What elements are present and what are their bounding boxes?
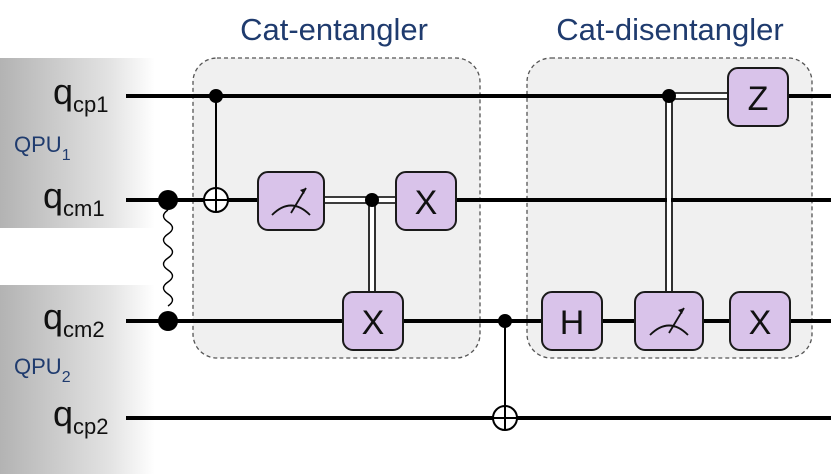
classical-wire-gap (672, 94, 728, 98)
classical-wire (324, 196, 396, 292)
qubit-label-qcm1: qcm1 (43, 175, 105, 221)
control-dot (209, 89, 223, 103)
entangled-dot-qcm2 (158, 311, 178, 331)
svg-text:X: X (749, 304, 772, 342)
meter-icon (271, 187, 311, 216)
svg-text:Z: Z (748, 80, 769, 118)
svg-text:X: X (362, 304, 385, 342)
z-gate: Z (727, 67, 789, 127)
measurement-gate (634, 291, 704, 351)
target-oplus-icon (203, 187, 229, 213)
entangled-dot-qcm1 (158, 190, 178, 210)
classical-wire-gap (667, 100, 671, 292)
cat-entangler-title: Cat-entangler (240, 12, 428, 47)
x-gate: X (342, 291, 404, 351)
h-gate: H (541, 291, 603, 351)
x-gate: X (729, 291, 791, 351)
cat-entangler-box (192, 57, 481, 359)
entanglement-link (162, 209, 174, 307)
classical-control-dot (365, 193, 379, 207)
qpu2-label: QPU2 (14, 354, 71, 386)
classical-wire-gap (370, 204, 374, 292)
classical-wire-gap (324, 198, 396, 202)
x-gate: X (395, 171, 457, 231)
target-oplus-icon (492, 405, 518, 431)
classical-control-dot (662, 89, 676, 103)
cat-disentangler-title: Cat-disentangler (556, 12, 783, 47)
qpu1-label: QPU1 (14, 132, 71, 164)
qpu2-region (0, 285, 155, 474)
measurement-gate (257, 171, 325, 231)
svg-text:H: H (560, 304, 585, 342)
svg-text:X: X (415, 184, 438, 222)
control-dot (498, 314, 512, 328)
meter-icon (649, 307, 689, 336)
classical-wire (665, 92, 728, 292)
qubit-label-qcm2: qcm2 (43, 296, 105, 342)
qubit-label-qcp2: qcp2 (53, 393, 109, 439)
qubit-label-qcp1: qcp1 (53, 71, 109, 117)
